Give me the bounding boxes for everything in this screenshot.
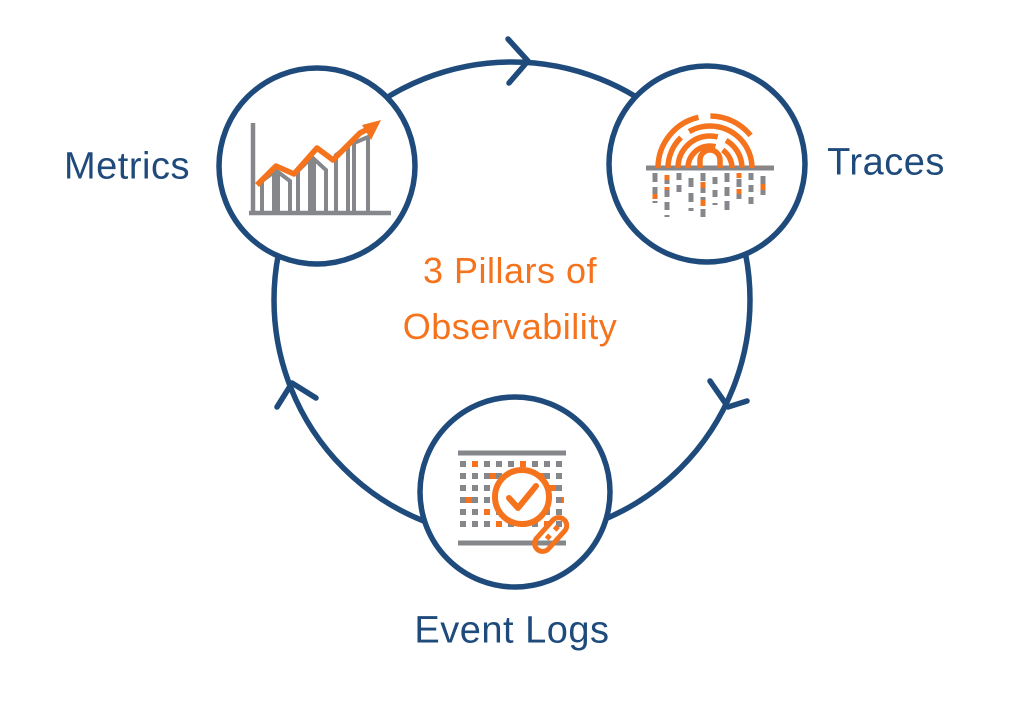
metrics-label: Metrics — [64, 145, 190, 188]
magnifier-handle — [532, 515, 570, 554]
traces-node-circle — [606, 63, 808, 265]
magnifier-lens — [492, 467, 552, 527]
bar-chart-trend-icon — [249, 120, 391, 216]
fingerprint-trace-icon — [646, 113, 774, 218]
event-logs-label: Event Logs — [414, 609, 610, 652]
diagram-title: 3 Pillars of Observability — [403, 243, 618, 355]
diagram-title-line1: 3 Pillars of — [422, 250, 598, 291]
flow-arrow-top-icon — [505, 36, 531, 86]
log-search-icon — [458, 450, 570, 554]
diagram-title-line2: Observability — [402, 306, 618, 347]
metrics-node-circle — [216, 65, 418, 267]
flow-arrow-left-icon — [274, 380, 319, 410]
flow-arrow-right-icon — [707, 378, 750, 410]
traces-label: Traces — [827, 141, 945, 184]
checkmark-icon — [506, 483, 539, 511]
